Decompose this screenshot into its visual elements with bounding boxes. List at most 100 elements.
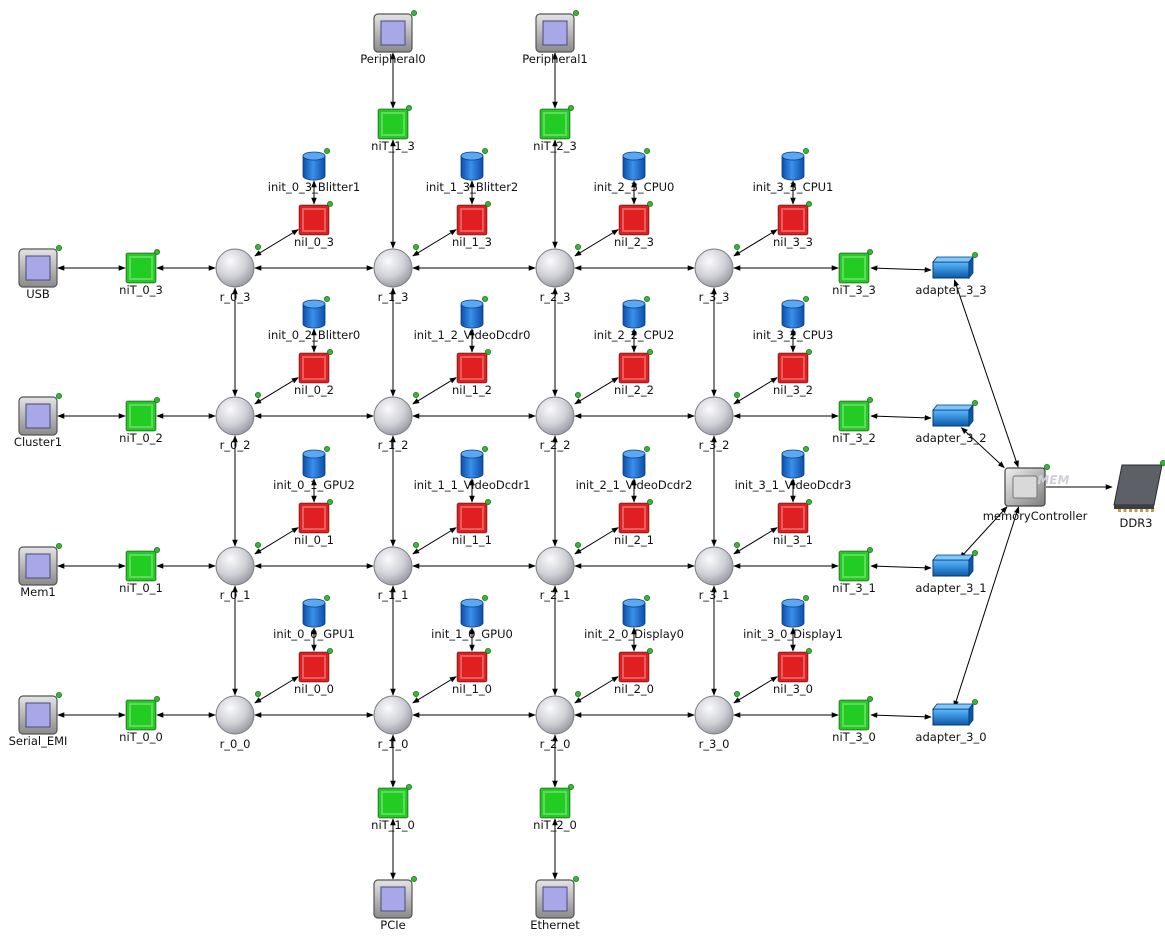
router-node[interactable]	[535, 391, 582, 436]
initiator-core[interactable]	[302, 147, 330, 181]
router-node[interactable]	[535, 243, 582, 288]
router-node[interactable]	[215, 542, 261, 586]
peripheral-node[interactable]	[18, 543, 63, 586]
target-ni[interactable]	[125, 248, 160, 284]
router-node[interactable]	[694, 243, 741, 288]
router-label: r_2_0	[540, 737, 571, 751]
initiator-ni-label: niI_2_3	[614, 235, 654, 249]
target-ni[interactable]	[838, 547, 874, 582]
pin-icon	[481, 445, 488, 452]
pin-icon	[56, 543, 63, 550]
initiator-core[interactable]	[460, 445, 488, 479]
adapter-node[interactable]	[932, 550, 979, 578]
router-label: r_1_2	[378, 438, 409, 452]
database-top-icon	[460, 598, 484, 608]
router-node[interactable]	[215, 391, 261, 436]
initiator-ni[interactable]	[298, 498, 333, 534]
initiator-ni[interactable]	[618, 348, 654, 384]
initiator-core[interactable]	[622, 147, 651, 181]
target-ni[interactable]	[125, 396, 160, 432]
target-ni[interactable]	[377, 784, 412, 819]
initiator-ni[interactable]	[618, 648, 654, 683]
router-node[interactable]	[694, 542, 741, 586]
router-label: r_0_2	[220, 438, 251, 452]
initiator-core[interactable]	[302, 445, 330, 479]
database-top-icon	[622, 299, 646, 309]
initiator-core[interactable]	[302, 295, 330, 329]
initiator-ni-label: niI_1_1	[452, 533, 492, 547]
initiator-core[interactable]	[622, 445, 651, 479]
target-ni[interactable]	[125, 696, 160, 731]
initiator-ni[interactable]	[456, 348, 491, 384]
initiator-ni[interactable]	[456, 498, 491, 534]
initiator-ni[interactable]	[777, 200, 813, 236]
router-node[interactable]	[215, 243, 261, 288]
target-ni[interactable]	[838, 396, 874, 432]
initiator-core[interactable]	[460, 147, 488, 181]
adapter-label: adapter_3_1	[915, 581, 986, 595]
target-ni[interactable]	[377, 105, 412, 140]
initiator-ni[interactable]	[618, 200, 654, 236]
pin-icon	[153, 696, 160, 703]
target-ni-icon	[838, 699, 870, 731]
ddr3-memory-node[interactable]: MEM	[1036, 460, 1165, 512]
target-ni[interactable]	[539, 784, 575, 819]
router-node[interactable]	[535, 691, 582, 735]
peripheral-node[interactable]	[373, 876, 417, 919]
initiator-core[interactable]	[460, 595, 488, 628]
initiator-core[interactable]	[622, 295, 651, 329]
target-ni[interactable]	[539, 105, 575, 140]
peripheral-node[interactable]	[18, 244, 63, 288]
peripheral-node[interactable]	[18, 392, 63, 436]
router-node[interactable]	[694, 691, 741, 735]
router-node[interactable]	[535, 542, 582, 586]
initiator-ni[interactable]	[298, 648, 333, 683]
router-node[interactable]	[373, 691, 419, 735]
chip-pin-icon	[1129, 509, 1132, 512]
target-ni[interactable]	[838, 696, 874, 731]
peripheral-node[interactable]	[373, 9, 417, 53]
pin-icon	[803, 445, 810, 452]
adapter-label: adapter_3_3	[915, 283, 986, 297]
router-node[interactable]	[373, 391, 419, 436]
initiator-core[interactable]	[622, 595, 651, 628]
pin-icon	[734, 391, 741, 398]
adapter-node[interactable]	[932, 699, 979, 727]
router-node[interactable]	[373, 243, 419, 288]
target-ni[interactable]	[838, 248, 874, 284]
peripheral-node[interactable]	[535, 9, 580, 53]
texture-icon	[129, 703, 153, 727]
router-node[interactable]	[694, 391, 741, 436]
pin-icon	[575, 691, 582, 698]
initiator-ni[interactable]	[777, 648, 813, 683]
initiator-core[interactable]	[302, 595, 330, 628]
pin-icon	[644, 595, 651, 602]
memory-controller-label: memoryController	[983, 509, 1088, 523]
initiator-ni[interactable]	[298, 348, 333, 384]
initiator-ni[interactable]	[618, 498, 654, 534]
adapter-node[interactable]	[932, 251, 979, 280]
initiator-core[interactable]	[781, 445, 810, 479]
peripheral-node[interactable]	[535, 876, 580, 919]
router-node[interactable]	[373, 542, 419, 586]
initiator-core[interactable]	[460, 295, 488, 329]
initiator-ni[interactable]	[777, 348, 813, 384]
peripheral-node[interactable]	[18, 692, 63, 735]
texture-icon	[460, 208, 484, 232]
target-ni[interactable]	[125, 547, 160, 582]
initiator-ni[interactable]	[456, 200, 491, 236]
initiator-ni[interactable]	[298, 200, 333, 236]
router-node[interactable]	[215, 691, 261, 735]
initiator-core[interactable]	[781, 147, 810, 181]
adapter-node[interactable]	[932, 399, 979, 428]
initiator-core[interactable]	[781, 295, 810, 329]
memory-controller-node[interactable]	[1004, 463, 1051, 507]
chip-pin-icon	[1151, 509, 1154, 512]
initiator-ni[interactable]	[777, 498, 813, 534]
initiator-core[interactable]	[781, 595, 810, 628]
texture-icon	[842, 404, 866, 428]
router-label: r_3_1	[699, 588, 730, 602]
database-icon	[460, 155, 484, 181]
initiator-ni[interactable]	[456, 648, 491, 683]
router-label: r_0_1	[220, 588, 251, 602]
